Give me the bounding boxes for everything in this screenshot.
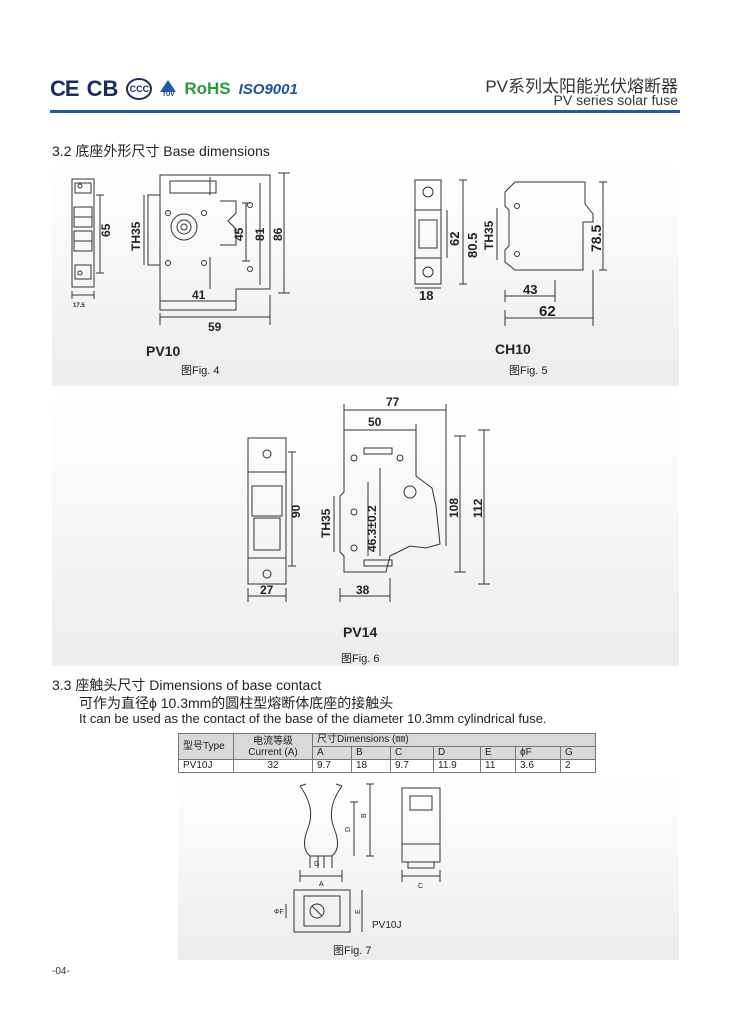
fig-6-panel (52, 393, 679, 666)
table-cell-f: 3.6 (515, 759, 561, 773)
table-cell-e: 11 (480, 759, 516, 773)
fig7-part-label: PV10J (372, 920, 402, 931)
fig4-name: PV10 (146, 343, 181, 359)
pv10-dim-65: 65 (99, 223, 113, 237)
section-33-subtitle-en: It can be used as the contact of the bas… (79, 711, 547, 726)
pv14-dim-463: 46.3±0.2 (365, 505, 379, 552)
fig4-caption: 图Fig. 4 (181, 365, 220, 377)
pv10j-letter-b: B (361, 813, 368, 818)
ch10-dim-805: 80.5 (465, 233, 480, 258)
section-33-heading: 3.3 座触头尺寸 Dimensions of base contact (52, 677, 322, 693)
table-cell-d: 11.9 (433, 759, 481, 773)
table-col-f: ϕF (515, 746, 561, 760)
table-row: PV10J 32 9.7 18 9.7 11.9 11 3.6 2 (178, 759, 596, 773)
ccc-logo: CCC (126, 78, 153, 100)
table-col-g: G (560, 746, 596, 760)
pv10-dim-86: 86 (271, 227, 285, 241)
pv10-drawing: 65 17.5 TH35 45 81 86 41 59 (71, 172, 290, 334)
pv14-dim-77: 77 (386, 396, 400, 409)
page-title-cn: PV系列太阳能光伏熔断器 (485, 77, 678, 96)
cb-logo: CB (86, 76, 119, 101)
table-cell-b: 18 (351, 759, 391, 773)
pv14-dim-50: 50 (368, 415, 382, 429)
fig5-name: CH10 (495, 341, 531, 357)
ch10-rail-label: TH35 (482, 220, 496, 250)
table-header-type: 型号Type (178, 733, 234, 760)
pv10-rail-label: TH35 (129, 221, 143, 251)
header-rule (50, 110, 680, 113)
page-number: -04- (52, 966, 70, 977)
ch10-dim-62h: 62 (447, 232, 462, 246)
pv10j-letter-a: A (319, 881, 324, 888)
pv14-dim-27: 27 (260, 583, 274, 597)
rohs-logo: RoHS (184, 79, 231, 98)
pv10j-drawing: A B C D E ΦF G (274, 783, 441, 933)
table-col-d: D (433, 746, 481, 760)
ce-logo: CE (50, 76, 80, 101)
table-cell-a: 9.7 (312, 759, 352, 773)
section-33-subtitle-cn: 可作为直径ϕ 10.3mm的圆柱型熔断体底座的接触头 (79, 695, 394, 711)
tuv-logo: TÜV (160, 80, 177, 98)
pv14-drawing: 77 50 90 TH35 46.3±0.2 108 112 27 38 (247, 396, 490, 602)
table-col-c: C (390, 746, 434, 760)
pv10-dim-81: 81 (253, 227, 267, 241)
table-cell-type: PV10J (178, 759, 234, 773)
fig6-name: PV14 (343, 624, 378, 640)
certification-logos: CE CB CCC TÜV RoHS ISO9001 (50, 74, 298, 104)
pv10j-letter-d: D (345, 827, 352, 832)
section-32-heading: 3.2 底座外形尺寸 Base dimensions (52, 143, 270, 159)
ch10-dim-785: 78.5 (588, 225, 604, 252)
fig-4-5-panel (52, 162, 679, 386)
pv14-dim-90: 90 (289, 504, 303, 518)
table-cell-current: 32 (233, 759, 313, 773)
table-col-b: B (351, 746, 391, 760)
table-cell-c: 9.7 (390, 759, 434, 773)
pv14-dim-112: 112 (471, 498, 485, 518)
pv10-dim-175: 17.5 (73, 303, 85, 309)
fig5-caption: 图Fig. 5 (509, 365, 548, 377)
ch10-dim-18: 18 (419, 288, 433, 303)
pv10j-letter-g: G (314, 861, 319, 868)
pv14-dim-108: 108 (447, 498, 461, 518)
ch10-dim-62w: 62 (539, 303, 556, 320)
ch10-dim-43: 43 (523, 282, 537, 297)
pv10-dim-45: 45 (232, 227, 246, 241)
page-title-en: PV series solar fuse (553, 92, 679, 108)
fig6-caption: 图Fig. 6 (341, 653, 380, 665)
table-cell-g: 2 (560, 759, 596, 773)
pv10-dim-41: 41 (192, 288, 206, 302)
pv14-dim-38: 38 (356, 583, 370, 597)
iso9001-logo: ISO9001 (238, 80, 298, 98)
pv14-rail-label: TH35 (319, 508, 333, 538)
fig7-caption: 图Fig. 7 (333, 945, 372, 957)
table-col-a: A (312, 746, 352, 760)
ch10-drawing: 62 80.5 TH35 78.5 18 43 62 (414, 179, 607, 326)
table-col-e: E (480, 746, 516, 760)
pv10j-letter-f: ΦF (274, 909, 284, 916)
table-header-dimensions: 尺寸Dimensions (㎜) (312, 733, 596, 747)
pv10-dim-59: 59 (208, 320, 222, 334)
pv10j-letter-c: C (418, 883, 423, 890)
pv10j-letter-e: E (355, 909, 362, 914)
